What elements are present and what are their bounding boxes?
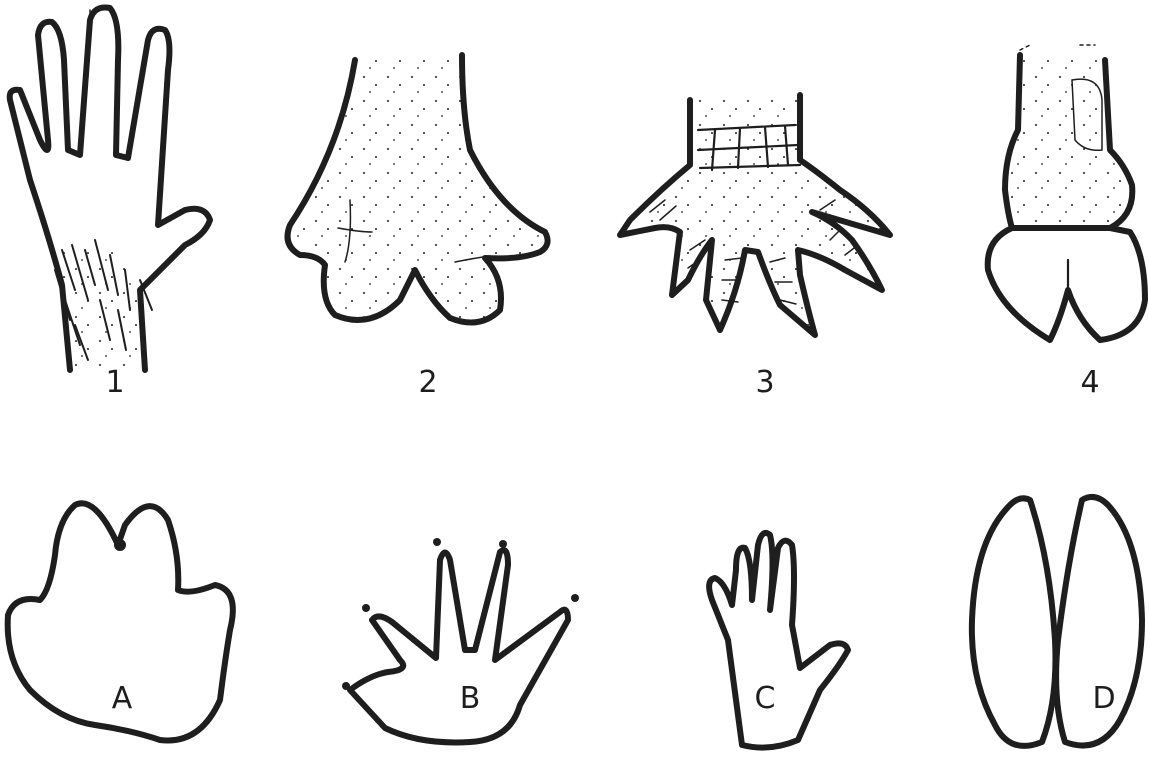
hairy-hand-foot-icon — [10, 8, 210, 371]
hand-track-icon — [709, 533, 848, 748]
label-C: C — [755, 681, 776, 716]
hoof-track-icon — [972, 497, 1142, 746]
label-A: A — [112, 681, 133, 716]
label-D: D — [1092, 681, 1115, 716]
label-2: 2 — [418, 365, 437, 400]
hoof-icon — [988, 45, 1145, 340]
label-4: 4 — [1080, 365, 1099, 400]
label-1: 1 — [105, 365, 124, 400]
webbed-foot-icon — [288, 55, 548, 323]
label-B: B — [460, 681, 481, 716]
label-3: 3 — [755, 365, 774, 400]
clawed-scaly-foot-icon — [620, 95, 890, 335]
